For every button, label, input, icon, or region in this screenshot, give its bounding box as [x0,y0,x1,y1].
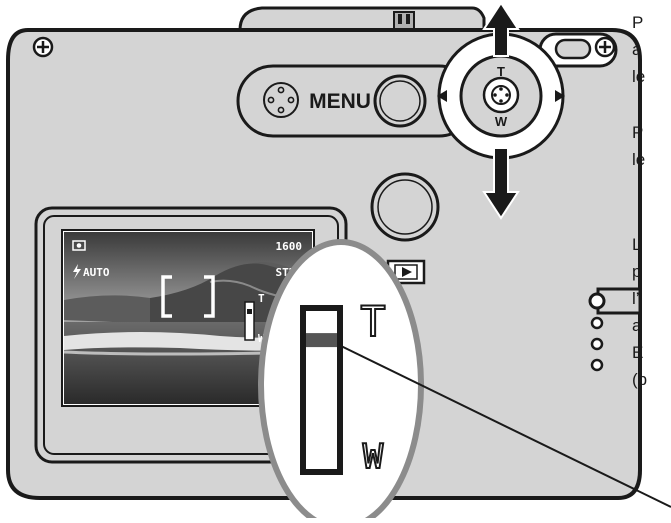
callout-zoom-bar [300,305,343,475]
side-text-line-7: p [632,262,642,281]
arrow-down-icon [482,147,520,220]
center-button[interactable] [482,76,520,114]
lcd-flash-mode: AUTO [83,266,110,279]
lcd-zoom-bottom-label: W [258,332,265,345]
side-text-line-9: a [632,316,642,335]
side-text-line-2: a [632,40,642,59]
arrow-up-icon [482,1,520,57]
leader-line [338,344,671,508]
side-text-line-3: le [632,67,646,86]
lcd-zoom-top-label: T [258,292,265,305]
lcd-frames-remaining: 1600 [276,240,303,253]
side-text-line-11: (p [632,370,648,389]
callout-wide-label: W [363,437,384,477]
lcd-scene [64,232,312,404]
side-text-line-6: L [632,235,642,254]
side-text-line-10: E [632,343,644,362]
plus-screw-icon [594,36,616,58]
top-shutter-bar [238,6,486,32]
side-text-line-1: P [632,13,644,32]
round-button[interactable] [370,172,440,242]
mode-indicator [588,287,642,372]
four-way-controller-icon [263,82,299,118]
zoom-callout: T W [258,239,424,523]
side-text-line-8: l’ [632,289,640,308]
playback-icon [394,264,418,280]
zoom-tele-label: T [497,64,505,79]
menu-button[interactable] [373,74,427,128]
plus-screw-icon [32,36,54,58]
zoom-wide-label: W [495,114,508,129]
side-text-line-5: le [632,150,646,169]
camera-mode-icon [72,240,86,251]
flash-icon [73,264,81,279]
menu-label: MENU [309,90,371,113]
side-text-line-4: P [632,123,644,142]
callout-tele-label: T [360,297,385,346]
callout-zoom-level [306,333,337,348]
